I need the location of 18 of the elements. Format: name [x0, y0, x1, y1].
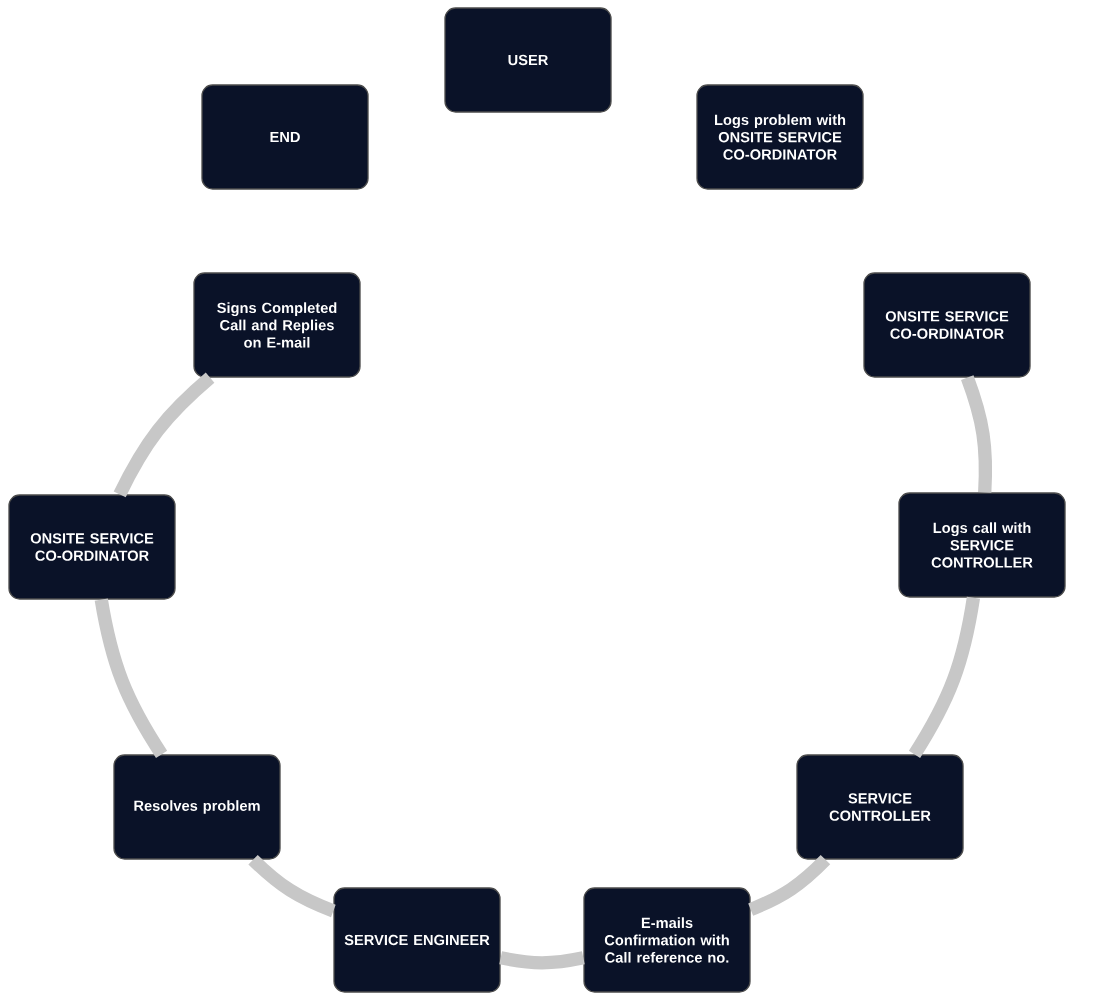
process-box: USER — [444, 7, 612, 113]
process-box: Logs call with SERVICE CONTROLLER — [898, 492, 1066, 598]
ring-connector — [961, 375, 993, 493]
process-box: END — [201, 84, 369, 190]
process-box: Logs problem with ONSITE SERVICE CO-ORDINATOR — [696, 84, 864, 190]
ring-connector — [908, 596, 980, 758]
process-box: Signs Completed Call and Replies on E-mail — [193, 272, 361, 378]
ring-connector — [248, 854, 336, 918]
process-box: SERVICE CONTROLLER — [796, 754, 964, 860]
ring-connector — [499, 951, 585, 970]
process-box: SERVICE ENGINEER — [333, 887, 501, 993]
process-box: ONSITE SERVICE CO-ORDINATOR — [863, 272, 1031, 378]
ring-connector — [113, 372, 215, 498]
process-box: E-mails Confirmation with Call reference no. — [583, 887, 751, 993]
process-box: Resolves problem — [113, 754, 281, 860]
ring-connector — [748, 854, 831, 916]
ring-connector — [94, 598, 168, 758]
process-box: ONSITE SERVICE CO-ORDINATOR — [8, 494, 176, 600]
